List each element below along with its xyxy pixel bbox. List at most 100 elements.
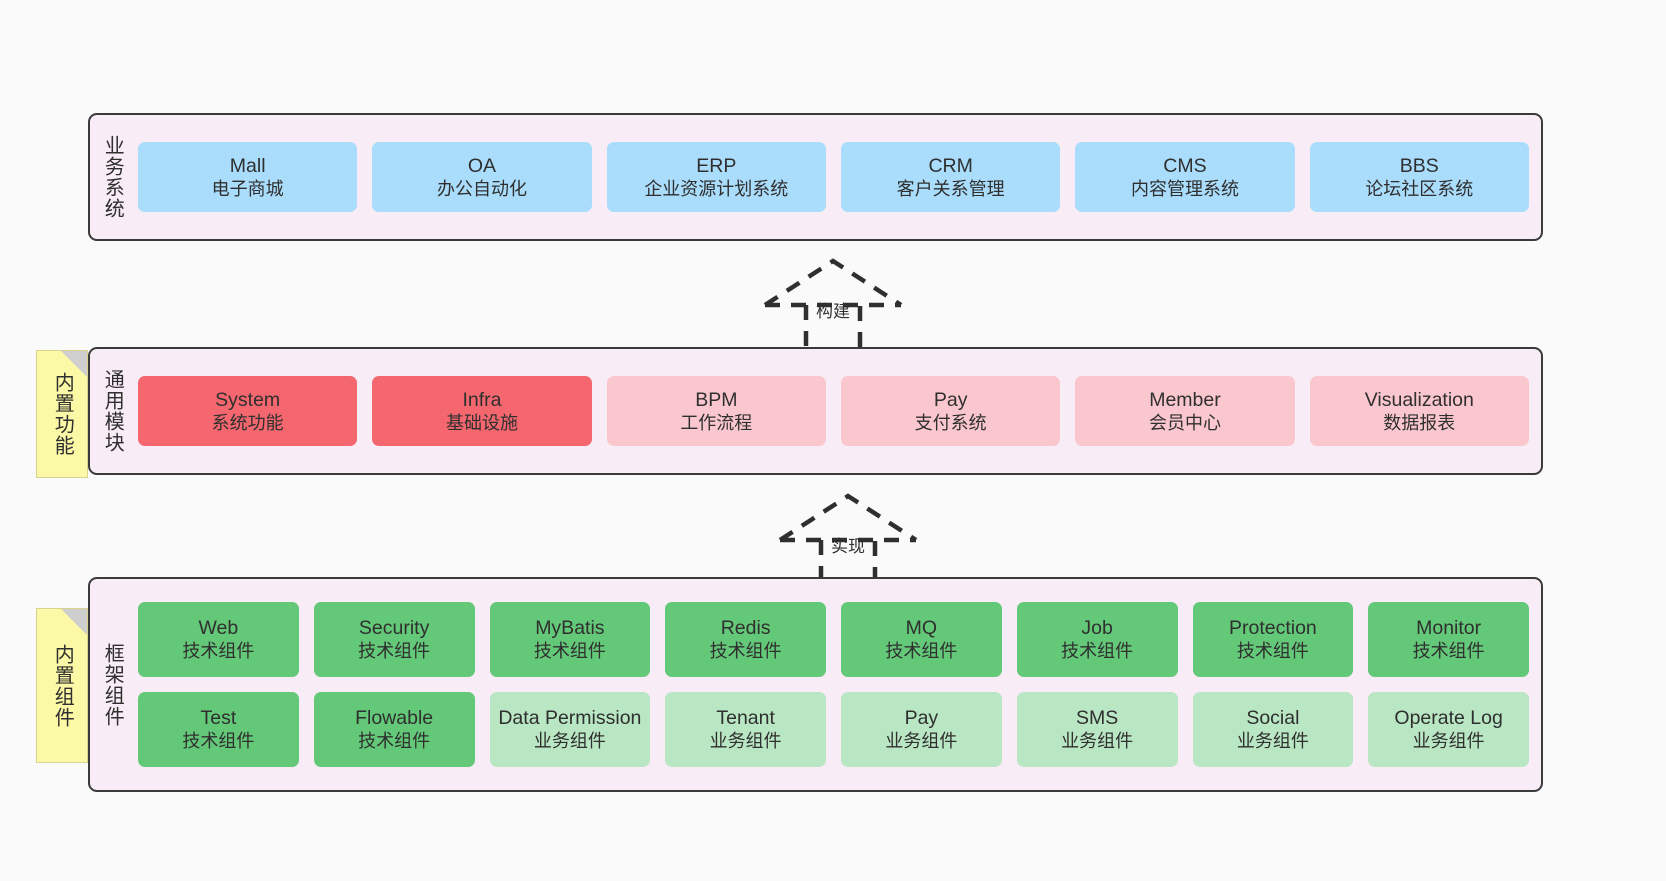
module-card-flowable[interactable]: Flowable 技术组件 — [313, 692, 475, 767]
module-card-subtitle: 论坛社区系统 — [1365, 178, 1474, 199]
module-card-member[interactable]: Member 会员中心 — [1075, 376, 1295, 446]
module-card-title: SMS — [1075, 707, 1119, 730]
module-card-sms[interactable]: SMS 业务组件 — [1016, 692, 1178, 767]
module-card-subtitle: 技术组件 — [709, 641, 782, 662]
module-card-title: Member — [1149, 388, 1221, 411]
module-card-subtitle: 业务组件 — [533, 731, 606, 752]
module-card-data-permission[interactable]: Data Permission 业务组件 — [489, 692, 651, 767]
sticky-note-builtin-feature: 内置功能 — [36, 350, 88, 478]
module-card-operate-log[interactable]: Operate Log 业务组件 — [1368, 692, 1529, 767]
module-card-mybatis[interactable]: MyBatis 技术组件 — [489, 602, 651, 677]
module-card-subtitle: 业务组件 — [1412, 731, 1485, 752]
module-card-subtitle: 技术组件 — [533, 641, 606, 662]
module-card-title: Tenant — [716, 707, 775, 730]
module-card-title: Infra — [462, 388, 502, 411]
module-card-subtitle: 技术组件 — [182, 731, 255, 752]
module-card-title: Pay — [904, 707, 939, 730]
module-card-infra[interactable]: Infra 基础设施 — [372, 376, 592, 446]
module-card-title: System — [215, 388, 281, 411]
module-card-pay-component[interactable]: Pay 业务组件 — [841, 692, 1002, 767]
layer-framework-component-row-business: Test 技术组件 Flowable 技术组件 Data Permission … — [138, 692, 1529, 767]
module-card-subtitle: 业务组件 — [1061, 731, 1134, 752]
module-card-bbs[interactable]: BBS 论坛社区系统 — [1309, 142, 1529, 212]
module-card-title: Mall — [229, 154, 266, 177]
layer-business-system-row: Mall 电子商城 OA 办公自动化 ERP 企业资源计划系统 CRM 客户关系… — [138, 142, 1529, 212]
module-card-title: Flowable — [355, 707, 434, 730]
folded-corner-icon — [61, 351, 87, 377]
module-card-bpm[interactable]: BPM 工作流程 — [606, 376, 826, 446]
layer-business-system-body: Mall 电子商城 OA 办公自动化 ERP 企业资源计划系统 CRM 客户关系… — [134, 115, 1541, 239]
sticky-note-label: 内置组件 — [51, 643, 74, 728]
dashed-hollow-arrow-icon — [778, 493, 918, 589]
module-card-subtitle: 技术组件 — [1061, 641, 1134, 662]
module-card-oa[interactable]: OA 办公自动化 — [372, 142, 592, 212]
module-card-subtitle: 基础设施 — [445, 412, 518, 433]
module-card-title: Visualization — [1364, 388, 1474, 411]
dashed-hollow-arrow-icon — [763, 258, 903, 354]
module-card-subtitle: 技术组件 — [1236, 641, 1309, 662]
layer-business-system-title: 业务系统 — [101, 135, 124, 219]
module-card-subtitle: 客户关系管理 — [896, 178, 1005, 199]
sticky-note-builtin-component: 内置组件 — [36, 608, 88, 763]
module-card-system[interactable]: System 系统功能 — [138, 376, 358, 446]
layer-common-module-row: System 系统功能 Infra 基础设施 BPM 工作流程 Pay 支付系统… — [138, 376, 1529, 446]
module-card-test[interactable]: Test 技术组件 — [138, 692, 299, 767]
module-card-subtitle: 支付系统 — [914, 412, 987, 433]
module-card-mall[interactable]: Mall 电子商城 — [138, 142, 358, 212]
module-card-title: MyBatis — [535, 617, 605, 640]
module-card-tenant[interactable]: Tenant 业务组件 — [665, 692, 826, 767]
module-card-redis[interactable]: Redis 技术组件 — [665, 602, 826, 677]
module-card-title: CMS — [1163, 154, 1207, 177]
module-card-mq[interactable]: MQ 技术组件 — [841, 602, 1002, 677]
module-card-social[interactable]: Social 业务组件 — [1192, 692, 1354, 767]
module-card-protection[interactable]: Protection 技术组件 — [1192, 602, 1354, 677]
module-card-monitor[interactable]: Monitor 技术组件 — [1368, 602, 1529, 677]
module-card-crm[interactable]: CRM 客户关系管理 — [840, 142, 1061, 212]
module-card-cms[interactable]: CMS 内容管理系统 — [1075, 142, 1295, 212]
module-card-subtitle: 技术组件 — [358, 731, 431, 752]
module-card-title: Monitor — [1416, 617, 1482, 640]
module-card-title: Redis — [720, 617, 771, 640]
module-card-title: ERP — [696, 154, 737, 177]
layer-common-module-title: 通用模块 — [101, 369, 124, 453]
module-card-subtitle: 会员中心 — [1148, 412, 1221, 433]
module-card-subtitle: 技术组件 — [1412, 641, 1485, 662]
module-card-title: Operate Log — [1394, 707, 1503, 730]
module-card-job[interactable]: Job 技术组件 — [1016, 602, 1178, 677]
layer-framework-component-title: 框架组件 — [101, 642, 124, 727]
module-card-security[interactable]: Security 技术组件 — [313, 602, 475, 677]
arrow-label-realize: 实现 — [831, 537, 865, 556]
module-card-subtitle: 内容管理系统 — [1130, 178, 1239, 199]
module-card-subtitle: 企业资源计划系统 — [644, 178, 789, 199]
module-card-title: BBS — [1399, 154, 1439, 177]
module-card-subtitle: 技术组件 — [358, 641, 431, 662]
module-card-subtitle: 业务组件 — [885, 731, 958, 752]
module-card-title: MQ — [905, 617, 938, 640]
generalization-arrow-build: 构建 — [753, 255, 913, 354]
module-card-erp[interactable]: ERP 企业资源计划系统 — [606, 142, 826, 212]
module-card-title: BPM — [695, 388, 738, 411]
layer-common-module-body: System 系统功能 Infra 基础设施 BPM 工作流程 Pay 支付系统… — [134, 349, 1541, 473]
module-card-title: Security — [358, 617, 430, 640]
generalization-arrow-realize: 实现 — [768, 490, 928, 589]
layer-framework-component-body: Web 技术组件 Security 技术组件 MyBatis 技术组件 Redi… — [134, 579, 1541, 790]
layer-framework-component-row-tech: Web 技术组件 Security 技术组件 MyBatis 技术组件 Redi… — [138, 602, 1529, 677]
module-card-pay[interactable]: Pay 支付系统 — [840, 376, 1061, 446]
module-card-subtitle: 电子商城 — [211, 178, 284, 199]
layer-common-module: 通用模块 System 系统功能 Infra 基础设施 BPM 工作流程 Pay… — [88, 347, 1543, 475]
module-card-title: Web — [198, 617, 239, 640]
layer-framework-component: 框架组件 Web 技术组件 Security 技术组件 MyBatis 技术组件… — [88, 577, 1543, 792]
module-card-title: Job — [1081, 617, 1113, 640]
module-card-visualization[interactable]: Visualization 数据报表 — [1309, 376, 1529, 446]
layer-business-system: 业务系统 Mall 电子商城 OA 办公自动化 ERP 企业资源计划系统 CRM… — [88, 113, 1543, 241]
module-card-subtitle: 技术组件 — [885, 641, 958, 662]
module-card-subtitle: 数据报表 — [1383, 412, 1456, 433]
module-card-subtitle: 办公自动化 — [436, 178, 527, 199]
module-card-web[interactable]: Web 技术组件 — [138, 602, 299, 677]
module-card-title: CRM — [928, 154, 973, 177]
folded-corner-icon — [61, 609, 87, 635]
module-card-title: Pay — [933, 388, 968, 411]
module-card-title: Protection — [1228, 617, 1317, 640]
module-card-title: Data Permission — [498, 707, 642, 730]
module-card-subtitle: 业务组件 — [709, 731, 782, 752]
